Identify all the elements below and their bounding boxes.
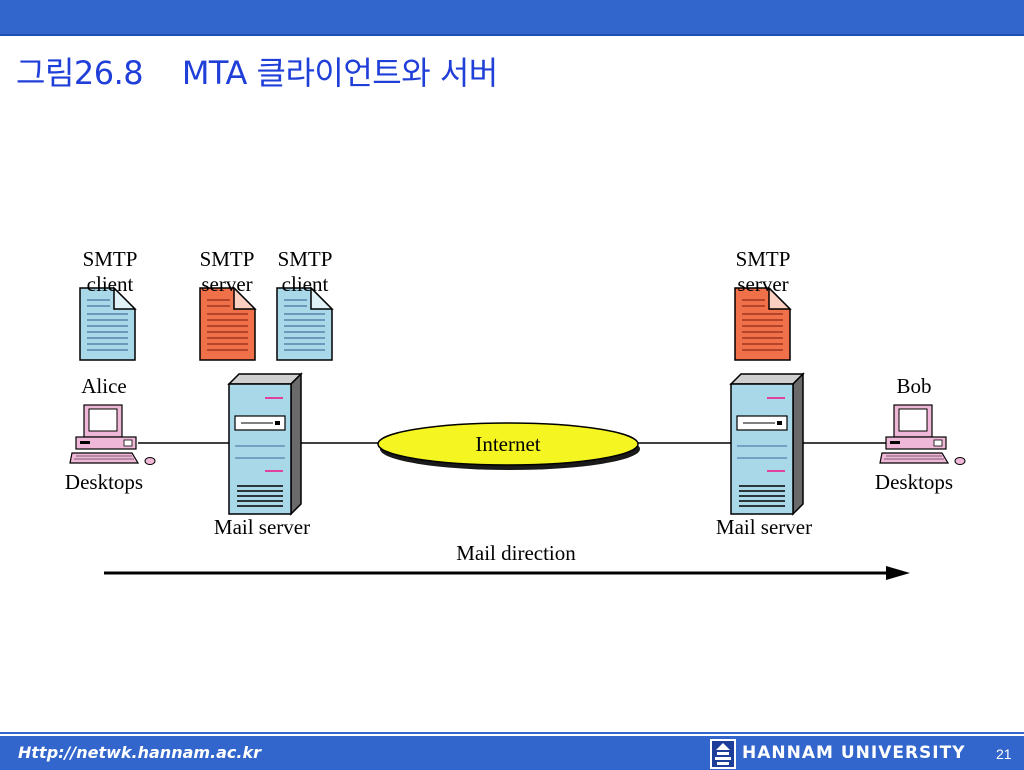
- mail-direction-arrowhead-icon: [886, 566, 910, 580]
- internet-label: Internet: [475, 432, 540, 456]
- bob-label: Bob: [896, 374, 931, 398]
- alice-smtp-client-label-1: SMTP: [83, 247, 138, 271]
- hannam-logo-icon: [710, 739, 736, 769]
- server2-smtp-server-label-2: server: [737, 272, 788, 296]
- alice-desktop-icon: [69, 404, 156, 466]
- alice-label: Alice: [81, 374, 126, 398]
- server2-smtp-server-doc-icon: [734, 287, 791, 361]
- server1-smtp-server-label-2: server: [201, 272, 252, 296]
- server1-smtp-client-label-2: client: [282, 272, 329, 296]
- internet-ellipse: [377, 422, 639, 466]
- mail-server-right-label: Mail server: [716, 515, 812, 539]
- bob-desktops-label: Desktops: [875, 470, 953, 494]
- server1-smtp-client-doc-icon: [276, 287, 333, 361]
- bob-desktop-icon: [879, 404, 966, 466]
- server1-smtp-client-label-1: SMTP: [278, 247, 333, 271]
- alice-smtp-client-label-2: client: [87, 272, 134, 296]
- mail-server-right-icon: [730, 373, 804, 515]
- mail-direction-label: Mail direction: [456, 541, 576, 565]
- footer-url-link[interactable]: Http://netwk.hannam.ac.kr: [18, 743, 262, 762]
- server1-smtp-server-doc-icon: [199, 287, 256, 361]
- alice-smtp-client-doc-icon: [79, 287, 136, 361]
- server1-smtp-server-label-1: SMTP: [200, 247, 255, 271]
- top-title-bar: [0, 0, 1024, 36]
- server2-smtp-server-label-1: SMTP: [736, 247, 791, 271]
- footer-bar: Http://netwk.hannam.ac.kr HANNAM UNIVERS…: [0, 734, 1024, 770]
- mail-server-left-label: Mail server: [214, 515, 310, 539]
- alice-desktops-label: Desktops: [65, 470, 143, 494]
- mail-server-left-icon: [228, 373, 302, 515]
- slide-title: 그림26.8 MTA 클라이언트와 서버: [16, 54, 498, 92]
- footer-university: HANNAM UNIVERSITY: [742, 743, 966, 763]
- page-number: 21: [996, 746, 1012, 762]
